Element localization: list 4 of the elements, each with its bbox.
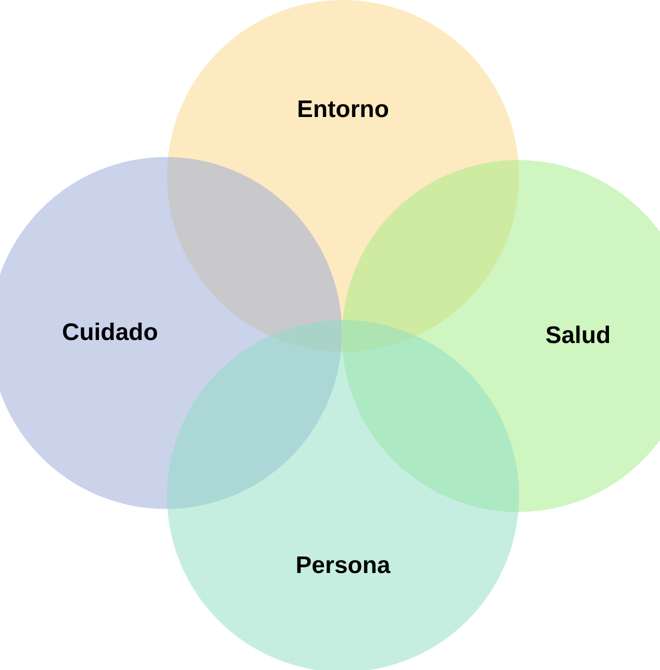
circle-label: Cuidado	[62, 319, 158, 347]
circle-label: Salud	[545, 322, 611, 350]
circle-label: Entorno	[297, 96, 389, 124]
circle-label: Persona	[296, 552, 390, 580]
